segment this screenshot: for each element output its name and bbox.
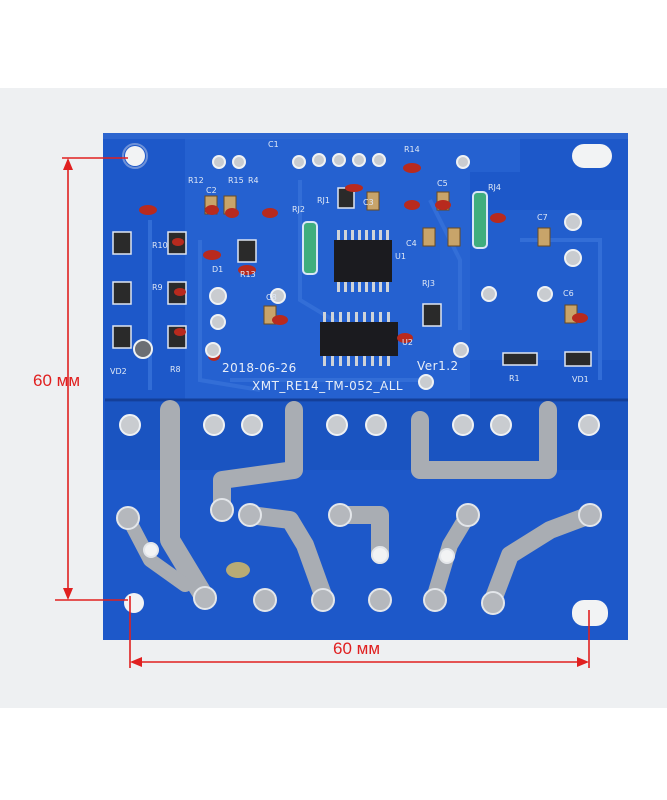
mounting-hole-tl — [122, 143, 148, 169]
label-vd2: VD2 — [110, 367, 127, 376]
label-r9: R9 — [152, 283, 163, 292]
label-vd1: VD1 — [572, 375, 589, 384]
label-c8: C8 — [266, 293, 277, 302]
label-r12: R12 — [188, 176, 204, 185]
label-c5: C5 — [437, 179, 448, 188]
label-c3: C3 — [363, 198, 374, 207]
resistor-rj4 — [472, 191, 488, 249]
label-c7: C7 — [537, 213, 548, 222]
label-c2: C2 — [206, 186, 217, 195]
label-c1: C1 — [268, 140, 279, 149]
label-r8: R8 — [170, 365, 181, 374]
width-dimension — [129, 596, 590, 668]
label-d1: D1 — [212, 265, 223, 274]
width-dimension-label: 60 мм — [333, 639, 380, 658]
mounting-hole-br — [572, 600, 608, 626]
power-pads — [116, 498, 602, 615]
board-model-text: XMT_RE14_TM-052_ALL — [252, 379, 403, 393]
label-u2: U2 — [402, 338, 413, 347]
power-traces — [121, 400, 599, 609]
label-r14: R14 — [404, 145, 420, 154]
label-r15: R15 — [228, 176, 244, 185]
label-r1: R1 — [509, 374, 520, 383]
circuit-board: C1 C2 C3 C4 C5 C6 C7 C8 R1 R4 R8 R9 R10 … — [103, 133, 628, 640]
mounting-hole-bl — [124, 593, 144, 613]
mounting-hole-tr — [572, 144, 612, 168]
ic-u2 — [320, 312, 398, 366]
board-date-code: 2018-06-26 — [222, 361, 297, 375]
height-dimension-label: 60 мм — [33, 371, 80, 390]
label-r13: R13 — [240, 270, 256, 279]
label-rj2: RJ2 — [292, 205, 305, 214]
label-r4: R4 — [248, 176, 259, 185]
silkscreen-labels: C1 C2 C3 C4 C5 C6 C7 C8 R1 R4 R8 R9 R10 … — [110, 140, 589, 384]
resistor-rj2 — [302, 221, 318, 275]
label-c4: C4 — [406, 239, 417, 248]
label-rj1: RJ1 — [317, 196, 330, 205]
height-dimension — [55, 157, 128, 601]
ic-u1 — [334, 230, 392, 292]
label-rj4: RJ4 — [488, 183, 501, 192]
board-version: Ver1.2 — [417, 359, 459, 373]
label-rj3: RJ3 — [422, 279, 435, 288]
label-r10: R10 — [152, 241, 168, 250]
smd-components — [112, 163, 592, 367]
label-c6: C6 — [563, 289, 574, 298]
through-hole-pads — [119, 153, 600, 436]
label-u1: U1 — [395, 252, 406, 261]
flux-residue — [226, 562, 250, 578]
